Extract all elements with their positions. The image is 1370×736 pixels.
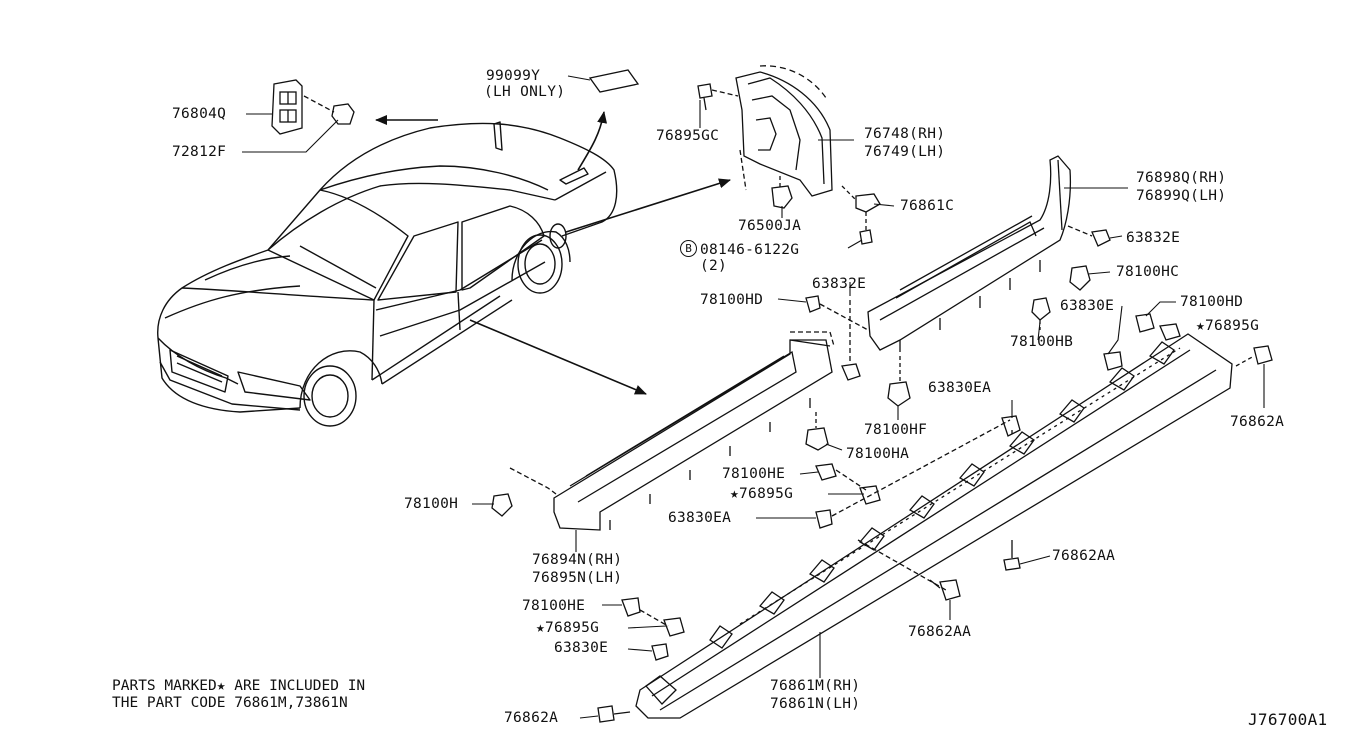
note-line-2: THE PART CODE 76861M,73861N bbox=[112, 695, 348, 711]
label-78100H: 78100H bbox=[404, 496, 459, 512]
label-63832E-left: 63832E bbox=[812, 276, 867, 292]
label-99099Y-lh-only: (LH ONLY) bbox=[484, 84, 566, 100]
callout-arrows bbox=[375, 111, 731, 395]
diagram-code: J76700A1 bbox=[1248, 710, 1328, 729]
switch-76804Q bbox=[271, 79, 303, 135]
label-08146-qty: (2) bbox=[700, 258, 728, 274]
label-76898Q-rh: 76898Q(RH) bbox=[1136, 170, 1227, 186]
label-78100HC: 78100HC bbox=[1116, 264, 1180, 280]
label-76861N-lh: 76861N(LH) bbox=[770, 696, 861, 712]
label-78100HA: 78100HA bbox=[846, 446, 910, 462]
side-sill-molding bbox=[597, 313, 1273, 723]
label-78100HB: 78100HB bbox=[1010, 334, 1074, 350]
label-76804Q: 76804Q bbox=[172, 106, 227, 122]
label-99099Y: 99099Y bbox=[486, 68, 541, 84]
label-76749-lh: 76749(LH) bbox=[864, 144, 946, 160]
clip-72812F bbox=[303, 95, 355, 125]
label-76895GC: 76895GC bbox=[656, 128, 720, 144]
label-76862AA-lower: 76862AA bbox=[908, 624, 972, 640]
label-78100HE-lower: 78100HE bbox=[522, 598, 586, 614]
label-pad-99099Y bbox=[588, 69, 640, 93]
label-76748-rh: 76748(RH) bbox=[864, 126, 946, 142]
label-76895N-lh: 76895N(LH) bbox=[532, 570, 623, 586]
label-78100HE-upper: 78100HE bbox=[722, 466, 786, 482]
note-line-1: PARTS MARKED★ ARE INCLUDED IN bbox=[112, 678, 366, 694]
label-63832E-right: 63832E bbox=[1126, 230, 1181, 246]
label-76861C: 76861C bbox=[900, 198, 955, 214]
rear-sill-cover bbox=[805, 155, 1111, 407]
leader-lines bbox=[242, 75, 1265, 719]
front-sill-cover bbox=[491, 331, 835, 531]
label-76862A-right: 76862A bbox=[1230, 414, 1285, 430]
label-78100HD-left: 78100HD bbox=[700, 292, 764, 308]
label-63830E-lower: 63830E bbox=[554, 640, 609, 656]
label-76894N-rh: 76894N(RH) bbox=[532, 552, 623, 568]
label-76862A-lower: 76862A bbox=[504, 710, 559, 726]
label-76899Q-lh: 76899Q(LH) bbox=[1136, 188, 1227, 204]
label-78100HF: 78100HF bbox=[864, 422, 928, 438]
label-63830EA-lower: 63830EA bbox=[668, 510, 732, 526]
car-illustration bbox=[157, 121, 618, 427]
label-76862AA-right: 76862AA bbox=[1052, 548, 1116, 564]
label-76895G-star-lower: ★76895G bbox=[536, 620, 600, 636]
label-08146-6122G: 08146-6122G bbox=[700, 242, 800, 258]
label-72812F: 72812F bbox=[172, 144, 227, 160]
label-76895G-star-mid: ★76895G bbox=[730, 486, 794, 502]
label-63830EA-upper: 63830EA bbox=[928, 380, 992, 396]
label-63830E-right: 63830E bbox=[1060, 298, 1115, 314]
label-76895G-star-right: ★76895G bbox=[1196, 318, 1260, 334]
label-78100HD-right: 78100HD bbox=[1180, 294, 1244, 310]
mud-guard bbox=[697, 65, 881, 245]
bolt-b-badge: B bbox=[680, 240, 697, 257]
label-76861M-rh: 76861M(RH) bbox=[770, 678, 861, 694]
label-76500JA: 76500JA bbox=[738, 218, 802, 234]
